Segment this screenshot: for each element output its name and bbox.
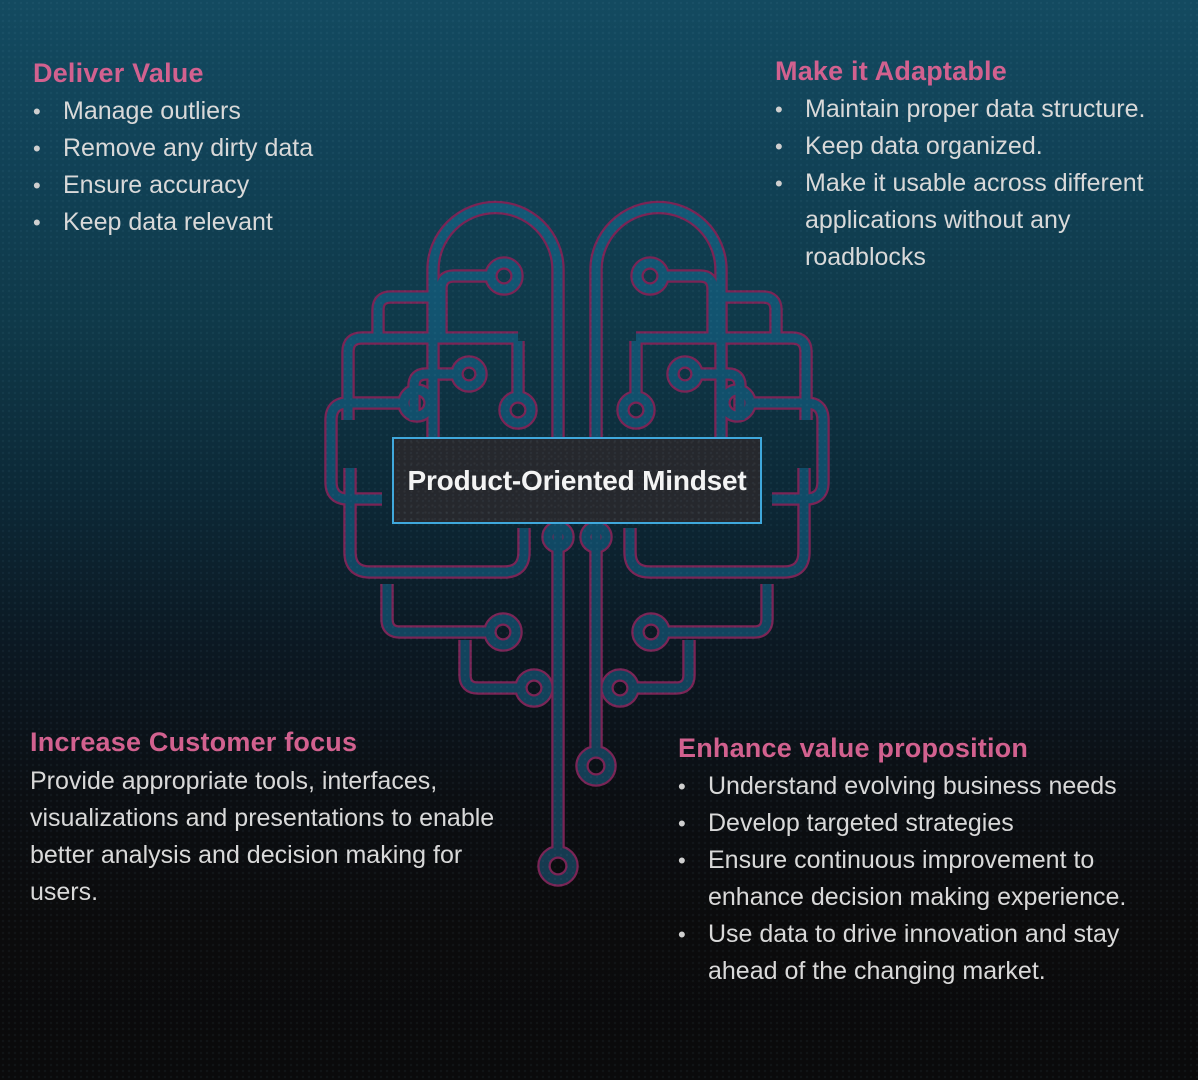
bullet-icon: • (775, 97, 783, 122)
section-heading: Make it Adaptable (775, 56, 1007, 86)
bullet-item: • Keep data relevant (33, 204, 453, 241)
section-heading: Deliver Value (33, 58, 204, 88)
bullet-item: • Maintain proper data structure. (775, 91, 1167, 128)
section-body: Provide appropriate tools, interfaces, v… (30, 767, 495, 906)
center-title: Product-Oriented Mindset (407, 464, 747, 496)
bullet-list: • Maintain proper data structure. • Keep da… (775, 91, 1167, 276)
bullet-item: • Remove any dirty data (33, 130, 453, 167)
section-heading: Increase Customer focus (30, 727, 358, 757)
bullet-item: • Manage outliers (33, 93, 453, 130)
bullet-item: • Ensure accuracy (33, 167, 453, 204)
bullet-text: Make it usable across different applicat… (805, 169, 1144, 271)
bullet-text: Use data to drive innovation and stay ah… (708, 920, 1120, 985)
bullet-item: • Develop targeted strategies (678, 805, 1183, 842)
bullet-item: • Ensure continuous improvement to enhanc… (678, 842, 1183, 916)
bullet-text: Keep data organized. (805, 132, 1043, 160)
bullet-text: Understand evolving business needs (708, 772, 1117, 800)
bullet-list: • Understand evolving business needs • Deve… (678, 768, 1183, 990)
section-deliver-value: Deliver Value • Manage outliers • Remove an… (33, 57, 453, 241)
section-enhance-value-proposition: Enhance value proposition • Understand ev… (678, 732, 1183, 990)
bullet-item: • Use data to drive innovation and stay a… (678, 916, 1183, 990)
bullet-item: • Make it usable across different applica… (775, 165, 1167, 276)
section-heading: Enhance value proposition (678, 733, 1029, 763)
bullet-text: Maintain proper data structure. (805, 95, 1146, 123)
bullet-icon: • (33, 136, 41, 161)
section-make-it-adaptable: Make it Adaptable • Maintain proper data … (775, 55, 1167, 276)
bullet-icon: • (678, 848, 686, 873)
bullet-icon: • (33, 99, 41, 124)
center-title-box: Product-Oriented Mindset (392, 437, 762, 524)
bullet-icon: • (678, 774, 686, 799)
bullet-icon: • (678, 811, 686, 836)
bullet-text: Ensure continuous improvement to enhance… (708, 846, 1127, 911)
bullet-icon: • (33, 173, 41, 198)
bullet-text: Remove any dirty data (63, 134, 314, 162)
bullet-text: Develop targeted strategies (708, 809, 1014, 837)
bullet-icon: • (678, 922, 686, 947)
section-increase-customer-focus: Increase Customer focus Provide appropri… (30, 726, 505, 911)
bullet-item: • Keep data organized. (775, 128, 1167, 165)
bullet-list: • Manage outliers • Remove any dirty data • E… (33, 93, 453, 241)
bullet-icon: • (775, 134, 783, 159)
bullet-icon: • (33, 210, 41, 235)
bullet-icon: • (775, 171, 783, 196)
bullet-item: • Understand evolving business needs (678, 768, 1183, 805)
bullet-text: Ensure accuracy (63, 171, 250, 199)
bullet-text: Manage outliers (63, 97, 241, 125)
bullet-text: Keep data relevant (63, 208, 273, 236)
